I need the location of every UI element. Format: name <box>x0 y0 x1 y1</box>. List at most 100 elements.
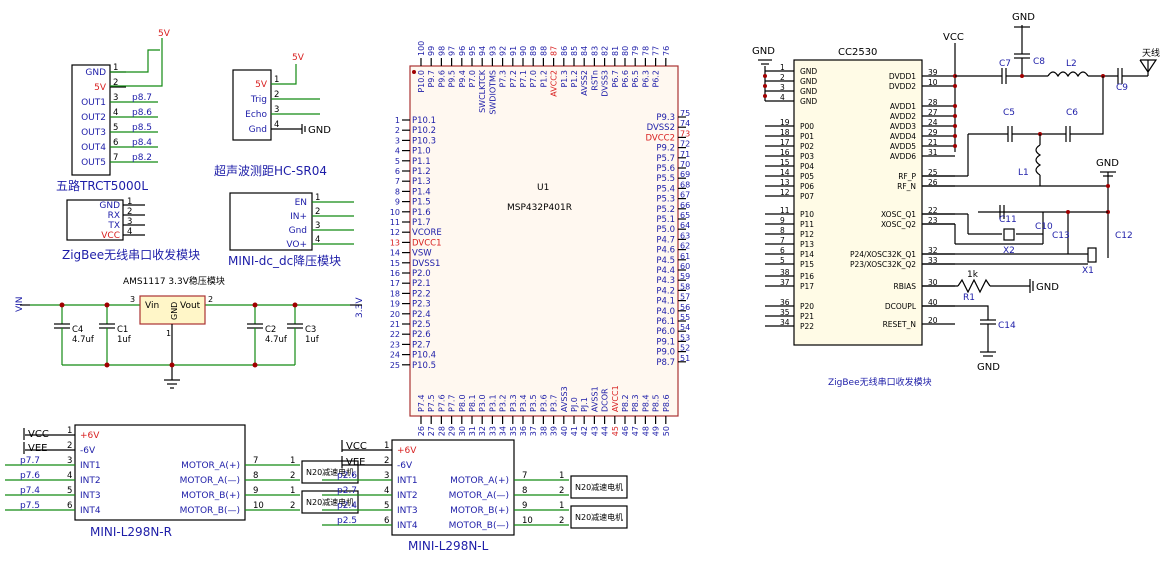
mcu-right-pin-name: P8.7 <box>656 358 675 368</box>
l298l-out-num: 8 <box>522 486 527 496</box>
l298l-pin-num: 4 <box>384 486 389 496</box>
reg-cap-value: 4.7uf <box>265 335 288 345</box>
mcu-right-pin-name: P6.0 <box>656 327 675 337</box>
mcu-left-pin-name: P1.4 <box>412 187 431 197</box>
mcu-bottom-pin-num: 50 <box>662 426 671 436</box>
mcu-bottom-pin-name: P3.2 <box>499 394 508 412</box>
mcu-right-pin-num: 62 <box>680 242 690 251</box>
cc-x2: X2 <box>1003 246 1015 256</box>
mcu-right-pin-num: 51 <box>680 354 690 363</box>
cc-c9: C9 <box>1116 83 1128 93</box>
hcsr-pin-name: Trig <box>250 95 267 105</box>
l298l-pin-name: INT4 <box>397 521 418 531</box>
ams1117-regulator: AMS1117 3.3V稳压模块 VIN 3.3V Vin Vout GND 3… <box>15 275 365 389</box>
mcu-top-pin-num: 78 <box>641 46 650 56</box>
cc-left-pin-num: 34 <box>780 318 790 327</box>
l298r-out-name: MOTOR_B(+) <box>181 491 240 501</box>
mcu-left-pin-num: 10 <box>390 208 400 217</box>
cc-left-pin-num: 16 <box>780 148 790 157</box>
mcu-bottom-pin-name: P3.0 <box>478 394 487 412</box>
l298l-net-label: p2.4 <box>337 501 357 511</box>
mcu-right-pin-num: 73 <box>680 129 690 138</box>
mcu-top-pin-num: 95 <box>468 46 477 56</box>
cc-left-pin-name: GND <box>800 67 817 76</box>
mcu-top-pin-name: P1.2 <box>570 70 579 88</box>
cc-right-pin-num: 25 <box>928 168 938 177</box>
mcu-left-pin-name: P1.5 <box>412 198 431 208</box>
mcu-bottom-pin-name: AVCC1 <box>611 385 620 412</box>
mcu-right-pin-num: 52 <box>680 344 690 353</box>
l298r-net-label: p7.7 <box>20 456 40 466</box>
cc-left-pin-num: 37 <box>780 278 790 287</box>
l298l-pin-name: INT2 <box>397 491 418 501</box>
cc-right-pin-num: 32 <box>928 246 938 255</box>
zig-pin-num: 3 <box>127 217 132 227</box>
mcu-top-pin-name: P7.0 <box>468 70 477 88</box>
dcdc-pin-name: IN+ <box>290 212 307 222</box>
mcu-right-pin-name: P9.0 <box>656 348 675 358</box>
mcu-bottom-pin-num: 41 <box>570 426 579 436</box>
mcu-bottom-pin-num: 33 <box>488 426 497 436</box>
mcu-left-pin-name: P2.3 <box>412 300 431 310</box>
cc-right-pin-num: 23 <box>928 216 938 225</box>
mcu-bottom-pin-num: 38 <box>539 426 548 436</box>
mcu-left-pin-name: P1.0 <box>412 147 431 157</box>
mcu-left-pin-num: 13 <box>390 238 400 247</box>
cc-left-pin-name: P06 <box>800 182 814 191</box>
mcu-bottom-pin-name: P7.7 <box>448 394 457 412</box>
mcu-left-pin-name: P1.6 <box>412 208 431 218</box>
l298r-pin-name: INT2 <box>80 476 101 486</box>
cc-left-pin-name: P10 <box>800 210 814 219</box>
dcdc-body <box>229 192 313 251</box>
mcu-bottom-pin-name: P3.4 <box>519 394 528 412</box>
tcrt-pin-name: OUT4 <box>81 143 106 153</box>
mcu-left-pin-name: P2.1 <box>412 279 431 289</box>
mcu-left-pin-name: DVCC1 <box>412 238 442 248</box>
tcrt-title: 五路TRCT5000L <box>56 178 148 193</box>
l298l-net-label: p2.7 <box>337 486 357 496</box>
l298l-out-name: MOTOR_A(—) <box>449 491 509 501</box>
l298r-net-label: p7.5 <box>20 501 40 511</box>
mcu-right-pin-name: P5.6 <box>656 164 675 174</box>
mcu-top-pin-num: 97 <box>448 46 457 56</box>
mcu-right-pin-num: 72 <box>680 140 690 149</box>
mcu-top-pin-num: 76 <box>662 46 671 56</box>
cc-gnd-label-3: GND <box>1096 158 1119 169</box>
mcu-bottom-pin-num: 46 <box>621 426 630 436</box>
tcrt-net-label: p8.5 <box>132 123 152 133</box>
mcu-right-pin-num: 68 <box>680 180 690 189</box>
mcu-top-pin-num: 82 <box>601 46 610 56</box>
mcu-top-pin-name: P7.3 <box>499 70 508 88</box>
mcu-left-pin-num: 8 <box>395 187 400 196</box>
mcu-top-pin-num: 100 <box>417 41 426 56</box>
l298r-motor-pin: 2 <box>290 471 295 481</box>
cc-left-pin-name: P22 <box>800 322 814 331</box>
tcrt-pin-name: OUT5 <box>81 158 106 168</box>
cc-left-pin-num: 13 <box>780 178 790 187</box>
hcsr-title: 超声波测距HC-SR04 <box>214 163 327 178</box>
mcu-left-pin-name: P10.5 <box>412 361 436 371</box>
cc-right-pin-name: RBIAS <box>894 282 917 291</box>
reg-cap-ref: C3 <box>305 325 316 335</box>
mcu-right-pin-num: 53 <box>680 333 690 342</box>
mcu-bottom-pin-num: 37 <box>529 426 538 436</box>
cc-left-pin-name: GND <box>800 87 817 96</box>
reg-gnd-pin: GND <box>170 302 179 320</box>
mcu-left-pin-name: P1.7 <box>412 218 431 228</box>
l298l-net-label: p2.5 <box>337 516 357 526</box>
tcrt-net-label: p8.4 <box>132 138 152 148</box>
mcu-bottom-pin-num: 42 <box>580 426 589 436</box>
mcu-left-pin-num: 2 <box>395 126 400 135</box>
mcu-body <box>409 65 679 417</box>
cc-c8: C8 <box>1033 57 1045 67</box>
reg-cap-value: 4.7uf <box>72 335 95 345</box>
l298r-out-name: MOTOR_A(+) <box>181 461 240 471</box>
mcu-bottom-pin-name: P3.7 <box>550 394 559 412</box>
mcu-bottom-pin-num: 40 <box>560 426 569 436</box>
l298l-out-num: 7 <box>522 471 527 481</box>
cc-r1: R1 <box>963 293 975 303</box>
mcu-left-pin-num: 18 <box>390 289 400 298</box>
mcu-bottom-pin-num: 49 <box>652 426 661 436</box>
hcsr-pin-num: 2 <box>274 90 279 100</box>
